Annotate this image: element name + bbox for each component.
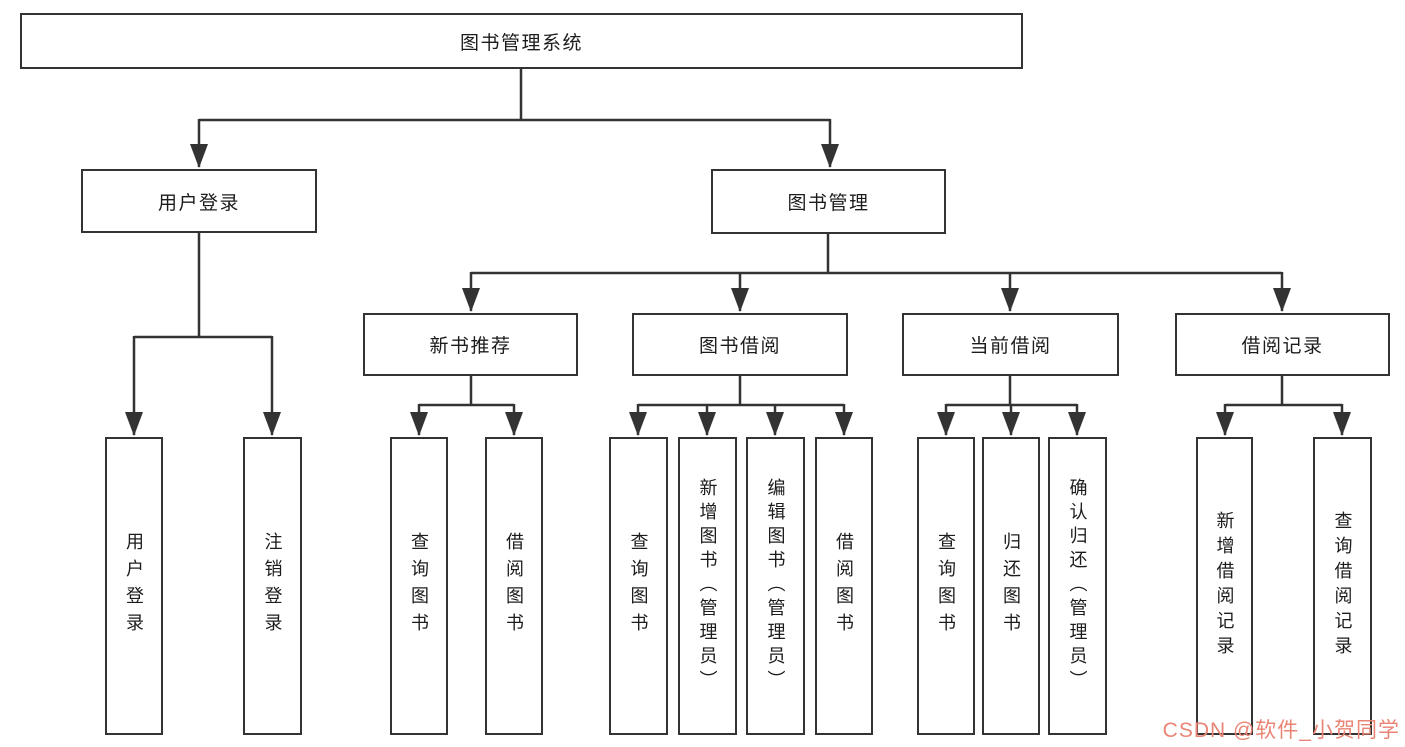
leaf-borrow-books-recommend: 借阅图书 [485, 437, 543, 735]
leaf-user-login: 用户登录 [105, 437, 163, 735]
leaf-confirm-return-admin: 确认归还（管理员） [1048, 437, 1107, 735]
node-current-borrowing: 当前借阅 [902, 313, 1119, 376]
leaf-logout: 注销登录 [243, 437, 302, 735]
leaf-query-books-borrowing: 查询图书 [609, 437, 668, 735]
node-book-management: 图书管理 [711, 169, 946, 234]
leaf-add-book-admin: 新增图书（管理员） [678, 437, 737, 735]
leaf-borrow-books: 借阅图书 [815, 437, 873, 735]
connector-user-login [125, 233, 281, 436]
leaf-add-borrow-record: 新增借阅记录 [1196, 437, 1253, 735]
node-borrowing-records: 借阅记录 [1175, 313, 1390, 376]
connector-current-borrow [937, 375, 1086, 436]
connector-book-borrow [629, 375, 853, 436]
leaf-query-books-recommend: 查询图书 [390, 437, 448, 735]
connector-root [190, 69, 839, 168]
leaf-edit-book-admin: 编辑图书（管理员） [746, 437, 805, 735]
csdn-watermark: CSDN @软件_小贺同学 [1162, 719, 1400, 742]
node-root-system: 图书管理系统 [20, 13, 1023, 69]
leaf-return-book: 归还图书 [982, 437, 1040, 735]
node-book-borrowing: 图书借阅 [632, 313, 848, 376]
connector-book-mgmt [462, 234, 1291, 312]
node-new-book-recommend: 新书推荐 [363, 313, 578, 376]
leaf-query-books-current: 查询图书 [917, 437, 975, 735]
leaf-query-borrow-record: 查询借阅记录 [1313, 437, 1372, 735]
connector-borrow-records [1216, 375, 1351, 436]
node-user-login: 用户登录 [81, 169, 317, 233]
connector-new-book-rec [410, 375, 523, 436]
